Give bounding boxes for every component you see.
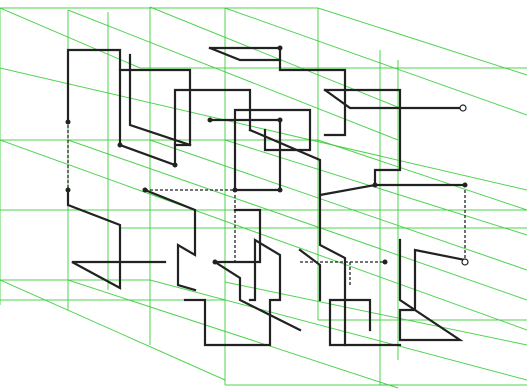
path-segment bbox=[398, 238, 467, 342]
grid-line bbox=[0, 7, 141, 69]
path-segment bbox=[213, 208, 262, 264]
junction-dot bbox=[277, 45, 283, 51]
grid-line bbox=[67, 279, 399, 389]
grid-line bbox=[0, 139, 527, 331]
path-segment bbox=[208, 46, 282, 62]
lower-layer-path bbox=[65, 187, 469, 347]
grid-line bbox=[0, 67, 527, 191]
junction-dot bbox=[207, 117, 213, 123]
path-segment bbox=[213, 260, 302, 332]
junction-dot bbox=[172, 162, 178, 168]
path-segment bbox=[298, 248, 322, 302]
path-segment bbox=[323, 88, 467, 187]
endpoint-node bbox=[459, 104, 467, 112]
upper-layer-path bbox=[65, 45, 468, 262]
junction-dot bbox=[382, 259, 388, 265]
grid-line bbox=[317, 7, 527, 76]
junction-dot bbox=[372, 182, 378, 188]
junction-dot bbox=[277, 187, 283, 193]
junction-dot bbox=[117, 142, 123, 148]
path-segment bbox=[118, 68, 177, 167]
grid-line bbox=[224, 7, 527, 116]
junction-dot bbox=[232, 187, 238, 193]
path-segment bbox=[318, 193, 372, 347]
path-segment bbox=[208, 46, 347, 137]
junction-dot bbox=[462, 182, 468, 188]
grid-line bbox=[224, 139, 527, 236]
junction-dot bbox=[212, 259, 218, 265]
grid-line bbox=[149, 139, 527, 271]
path-segment bbox=[66, 188, 167, 290]
junction-dot bbox=[65, 187, 71, 193]
endpoint-node bbox=[461, 258, 469, 266]
path-segment bbox=[128, 53, 192, 147]
junction-dot bbox=[65, 119, 71, 125]
path-segment bbox=[143, 188, 197, 292]
grid-line bbox=[317, 139, 527, 211]
grid-line bbox=[67, 9, 399, 141]
grid-line bbox=[149, 279, 527, 381]
path-segment bbox=[248, 128, 377, 197]
grid-line bbox=[0, 279, 226, 381]
path-segment bbox=[183, 238, 282, 347]
junction-dot bbox=[277, 117, 283, 123]
grid-line bbox=[224, 281, 527, 346]
grid-line bbox=[67, 139, 527, 301]
cubic-grid bbox=[0, 6, 527, 389]
path-segment bbox=[66, 48, 252, 147]
path-segment bbox=[323, 88, 467, 110]
grid-line bbox=[149, 6, 401, 109]
